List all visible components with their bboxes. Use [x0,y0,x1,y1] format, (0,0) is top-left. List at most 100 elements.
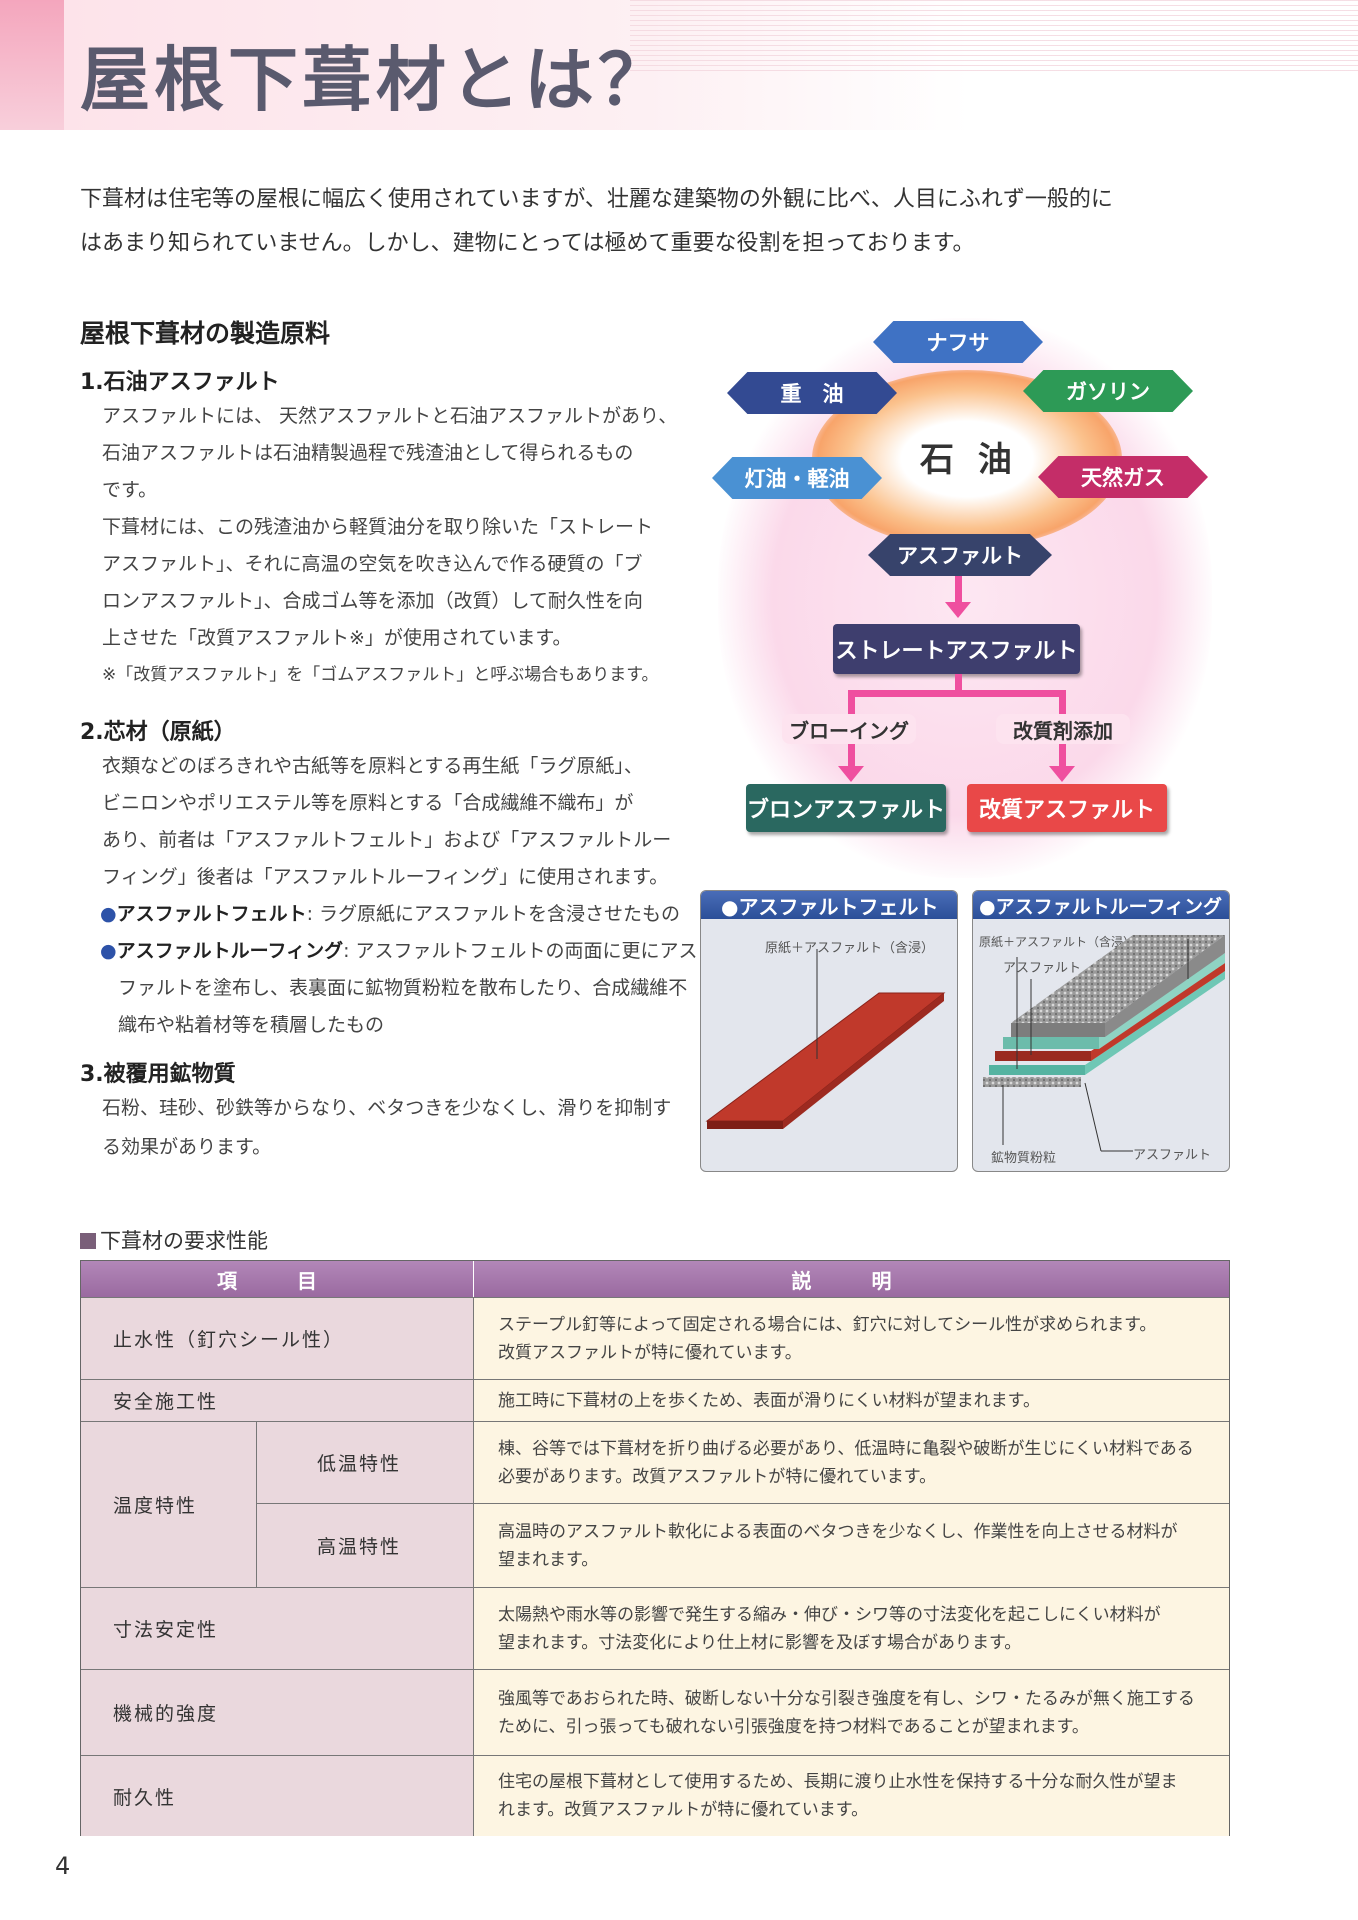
felt-panel: ●アスファルトフェルト 原紙＋アスファルト（含浸） [700,890,958,1172]
row-subitem: 高温特性 [257,1504,473,1587]
flow-arrow-icon [838,766,864,782]
row-item: 止水性（釘穴シール性） [81,1298,473,1379]
requirements-table: 項 目 説 明 止水性（釘穴シール性） ステープル釘等によって固定される場合には… [80,1260,1230,1836]
modified-asphalt-box: 改質アスファルト [967,784,1167,832]
subsection-title: 2.芯材（原紙） [80,720,236,745]
desc-line: 棟、谷等では下葺材を折り曲げる必要があり、低温時に亀裂や破断が生じにくい材料であ… [498,1438,1194,1459]
row-item: 温度特性 [81,1422,257,1587]
desc-line: 改質アスファルトが特に優れています。 [498,1342,802,1363]
blowing-tag: ブローイング [782,714,916,744]
footnote: ※「改質アスファルト」を「ゴムアスファルト」と呼ぶ場合もあります。 [102,665,659,685]
table-row: 寸法安定性 太陽熱や雨水等の影響で発生する縮み・伸び・シワ等の寸法変化を起こしに… [81,1587,1229,1669]
petroleum-center-label: 石 油 [920,440,1018,480]
table-row: 安全施工性 施工時に下葺材の上を歩くため、表面が滑りにくい材料が望まれます。 [81,1379,1229,1421]
intro-text: 下葺材は住宅等の屋根に幅広く使用されていますが、壮麗な建築物の外観に比べ、人目に… [80,178,1280,266]
felt-label: 原紙＋アスファルト（含浸） [765,941,935,956]
body-line: ビニロンやポリエステル等を原料とする「合成繊維不織布」が [102,792,634,814]
page-number: 4 [55,1852,71,1880]
flow-line [955,576,962,606]
roofing-panel: ●アスファルトルーフィング 原紙＋アスファルト（含浸）鉱物質粉粒 アスファルト … [972,890,1230,1172]
desc-line: ために、引っ張っても破れない引張強度を持つ材料であることが望まれます。 [498,1716,1089,1737]
flow-line [848,690,1066,697]
subsection-body: アスファルトには、 天然アスファルトと石油アスファルトがあり、 石油アスファルト… [102,398,677,694]
flow-line [955,674,962,694]
desc-line: 高温時のアスファルト軟化による表面のベタつきを少なくし、作業性を向上させる材料が [498,1521,1178,1542]
bullet-item: ●アスファルトフェルト: ラグ原紙にアスファルトを含浸させたもの [100,896,680,933]
roofing-illustration [983,935,1225,1152]
row-item: 耐久性 [81,1756,473,1836]
subsection-title: 1.石油アスファルト [80,370,280,395]
body-line: 石油アスファルトは石油精製過程で残渣油として得られるもの [102,442,634,464]
body-line: フィング」後者は「アスファルトルーフィング」に使用されます。 [102,866,669,888]
flow-arrow-icon [945,602,971,618]
bullet-line: ファルトを塗布し、表裏面に鉱物質粉粒を散布したり、合成繊維不 [118,977,688,999]
desc-line: 住宅の屋根下葺材として使用するため、長期に渡り止水性を保持する十分な耐久性が望ま [498,1772,1178,1792]
table-row: 高温特性 高温時のアスファルト軟化による表面のベタつきを少なくし、作業性を向上さ… [257,1503,1229,1587]
desc-line: れます。改質アスファルトが特に優れています。 [498,1800,869,1820]
row-description: 施工時に下葺材の上を歩くため、表面が滑りにくい材料が望まれます。 [473,1380,1229,1421]
roofing-label-asphalt: アスファルト [1003,961,1082,976]
intro-line: はあまり知られていません。しかし、建物にとっては極めて重要な役割を担っております… [80,231,975,256]
natural-gas-hex: 天然ガス [1038,456,1208,498]
subsection-body: 衣類などのぼろきれや古紙等を原料とする再生紙「ラグ原紙」、 ビニロンやポリエステ… [102,748,677,896]
row-description: 強風等であおられた時、破断しない十分な引裂き強度を有し、シワ・たるみが無く施工す… [473,1670,1229,1755]
header-description: 説 明 [473,1261,1229,1297]
body-line: です。 [102,479,158,501]
desc-line: 強風等であおられた時、破断しない十分な引裂き強度を有し、シワ・たるみが無く施工す… [498,1688,1195,1709]
body-line: アスファルト」、それに高温の空気を吹き込んで作る硬質の「ブ [102,553,643,575]
table-header-row: 項 目 説 明 [81,1261,1229,1297]
bullet-term: アスファルトルーフィング [116,940,344,962]
body-line: 下葺材には、この残渣油から軽質油分を取り除いた「ストレート [102,516,654,538]
body-line: る効果があります。 [102,1136,272,1158]
desc-line: 望まれます。寸法変化により仕上材に影響を及ぼす場合があります。 [498,1632,1022,1653]
body-line: ロンアスファルト」、合成ゴム等を添加（改質）して耐久性を向 [102,590,643,612]
bullet-line: 織布や粘着材等を積層したもの [118,1014,385,1036]
body-line: 上させた「改質アスファルト※」が使用されています。 [102,627,572,649]
roofing-label-mineral: 鉱物質粉粒 [991,1151,1057,1166]
subsection-body: 石粉、珪砂、砂鉄等からなり、ベタつきを少なくし、滑りを抑制す る効果があります。 [102,1089,677,1167]
modifier-tag: 改質剤添加 [996,714,1130,744]
table-row: 止水性（釘穴シール性） ステープル釘等によって固定される場合には、釘穴に対してシ… [81,1297,1229,1379]
table-title-text: 下葺材の要求性能 [100,1229,268,1253]
straight-asphalt-box: ストレートアスファルト [833,624,1080,674]
subsection-title: 3.被覆用鉱物質 [80,1062,236,1087]
asphalt-hex: アスファルト [868,534,1052,576]
bullet-term: アスファルトフェルト [116,903,307,925]
roofing-label-asphalt-bottom: アスファルト [1133,1148,1212,1163]
naphtha-hex: ナフサ [873,321,1043,363]
table-title: 下葺材の要求性能 [80,1225,268,1255]
header-item: 項 目 [81,1261,473,1297]
felt-illustration [705,949,946,1129]
kerosene-hex: 灯油・軽油 [712,457,882,499]
materials-heading: 屋根下葺材の製造原料 [80,319,331,348]
desc-line: 施工時に下葺材の上を歩くため、表面が滑りにくい材料が望まれます。 [498,1390,1040,1411]
row-item: 寸法安定性 [81,1588,473,1669]
row-description: 太陽熱や雨水等の影響で発生する縮み・伸び・シワ等の寸法変化を起こしにくい材料が望… [473,1588,1229,1669]
blown-asphalt-box: ブロンアスファルト [746,784,946,832]
body-line: 衣類などのぼろきれや古紙等を原料とする再生紙「ラグ原紙」、 [102,755,643,777]
bullet-dot-icon: ● [100,940,117,962]
row-description: 棟、谷等では下葺材を折り曲げる必要があり、低温時に亀裂や破断が生じにくい材料であ… [473,1422,1229,1503]
row-item: 安全施工性 [81,1380,473,1421]
desc-line: 必要があります。改質アスファルトが特に優れています。 [498,1466,937,1487]
page-title: 屋根下葺材とは？ [80,39,672,121]
row-subitem: 低温特性 [257,1422,473,1503]
felt-panel-title: ●アスファルトフェルト [701,891,957,919]
header-accent-block [0,0,64,130]
flow-arrow-icon [1049,766,1075,782]
bullet-list: ●アスファルトフェルト: ラグ原紙にアスファルトを含浸させたもの ●アスファルト… [100,896,698,1044]
square-bullet-icon [80,1233,96,1249]
desc-line: ステープル釘等によって固定される場合には、釘穴に対してシール性が求められます。 [498,1314,1157,1335]
row-description: 住宅の屋根下葺材として使用するため、長期に渡り止水性を保持する十分な耐久性が望ま… [473,1756,1229,1836]
table-row: 耐久性 住宅の屋根下葺材として使用するため、長期に渡り止水性を保持する十分な耐久… [81,1755,1229,1836]
row-description: ステープル釘等によって固定される場合には、釘穴に対してシール性が求められます。改… [473,1298,1229,1379]
bullet-desc: : アスファルトフェルトの両面に更にアス [343,940,698,962]
body-line: あり、前者は「アスファルトフェルト」および「アスファルトルー [102,829,672,851]
desc-line: 望まれます。 [498,1549,599,1570]
body-line: アスファルトには、 天然アスファルトと石油アスファルトがあり、 [102,405,678,427]
row-description: 高温時のアスファルト軟化による表面のベタつきを少なくし、作業性を向上させる材料が… [473,1504,1229,1587]
table-row: 低温特性 棟、谷等では下葺材を折り曲げる必要があり、低温時に亀裂や破断が生じにく… [257,1421,1229,1503]
intro-line: 下葺材は住宅等の屋根に幅広く使用されていますが、壮麗な建築物の外観に比べ、人目に… [80,187,1113,212]
header-stripes [630,0,1358,72]
table-row: 機械的強度 強風等であおられた時、破断しない十分な引裂き強度を有し、シワ・たるみ… [81,1669,1229,1755]
